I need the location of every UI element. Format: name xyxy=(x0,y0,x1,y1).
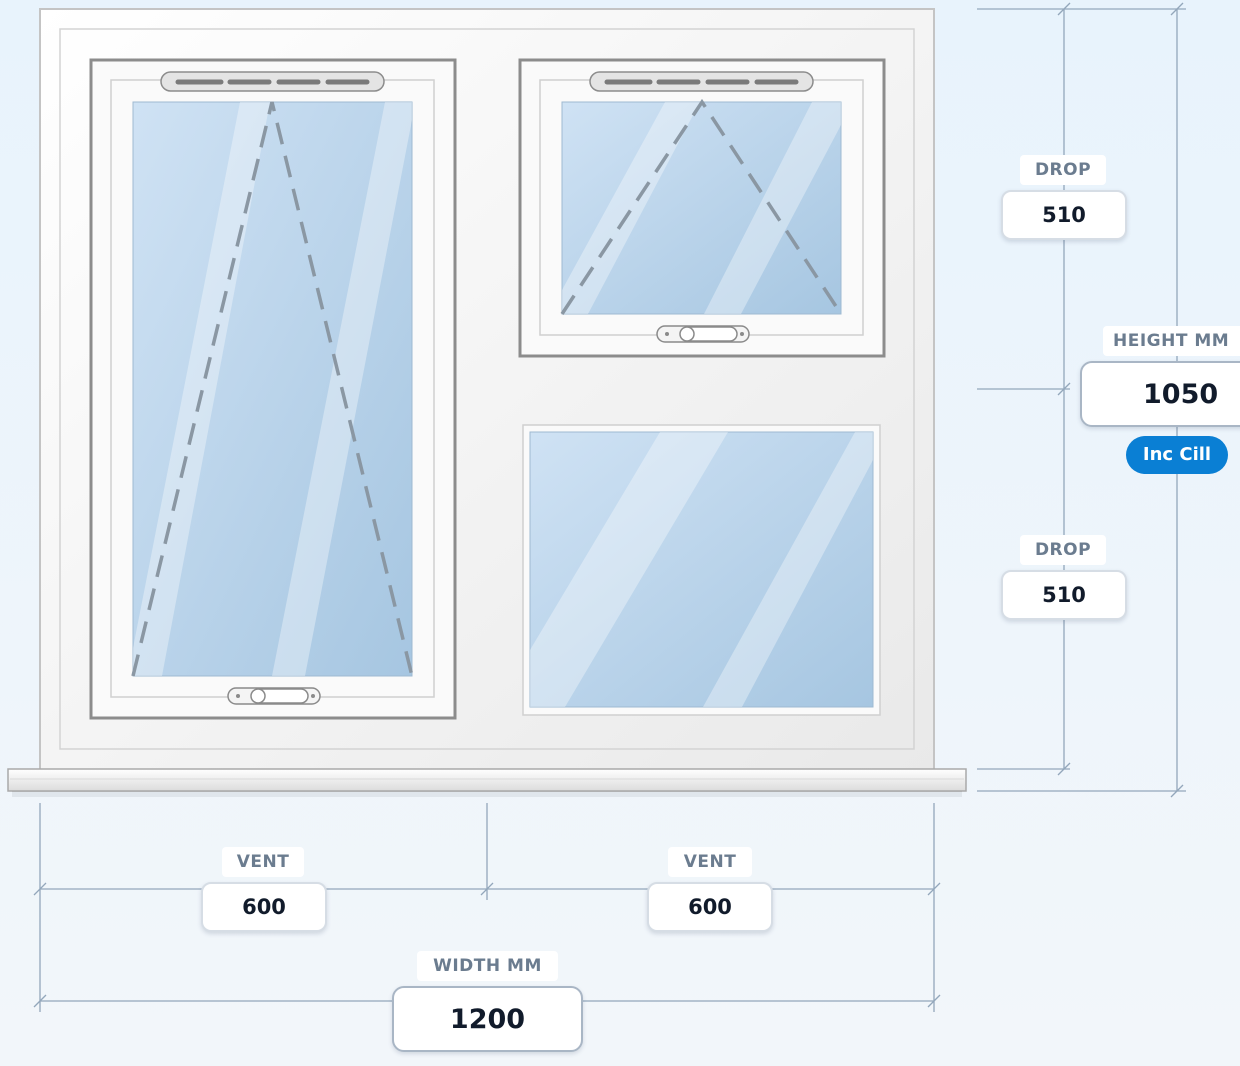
opening-indicator xyxy=(560,98,843,315)
drop-bottom-input[interactable] xyxy=(1001,570,1127,620)
handle xyxy=(227,687,321,705)
vent-right-input[interactable] xyxy=(647,882,773,932)
top-right-casement xyxy=(518,58,886,358)
inc-cill-badge[interactable]: Inc Cill xyxy=(1126,436,1228,474)
handle xyxy=(656,325,750,343)
vent-right-label: VENT xyxy=(668,847,752,877)
vent-left-label: VENT xyxy=(222,847,304,877)
bottom-right-fixed-pane xyxy=(522,424,881,716)
trickle-vent xyxy=(589,71,814,92)
left-casement xyxy=(89,58,457,720)
vent-left-input[interactable] xyxy=(201,882,327,932)
drop-top-input[interactable] xyxy=(1001,190,1127,240)
cill xyxy=(7,768,967,797)
drop-bottom-label: DROP xyxy=(1020,535,1106,565)
height-input[interactable] xyxy=(1080,361,1240,427)
height-label: HEIGHT MM xyxy=(1103,326,1240,356)
trickle-vent xyxy=(160,71,385,92)
drop-top-label: DROP xyxy=(1020,155,1106,185)
opening-indicator xyxy=(131,101,414,677)
width-label: WIDTH MM xyxy=(417,951,558,981)
width-input[interactable] xyxy=(392,986,583,1052)
